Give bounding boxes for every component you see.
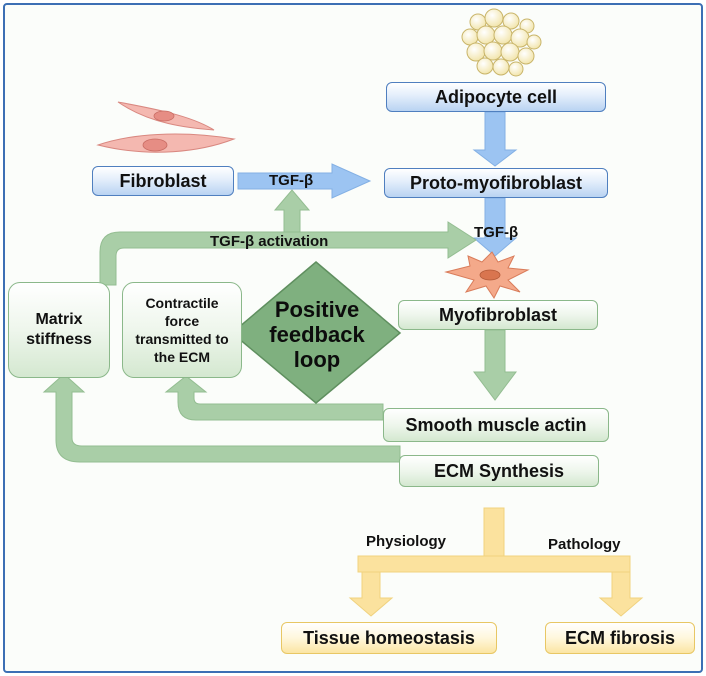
tgf-beta-label-fibroblast: TGF-β	[269, 172, 314, 189]
arrow-fibroblast-to-proto	[237, 163, 372, 199]
adipocyte-cell-node: Adipocyte cell	[386, 82, 606, 112]
fibroblast-node: Fibroblast	[92, 166, 234, 196]
physiology-label: Physiology	[366, 533, 447, 550]
arrow-sma-to-contractile	[164, 375, 384, 421]
arrow-myofibroblast-to-sma	[473, 329, 517, 401]
matrix-stiffness-node: Matrix stiffness	[8, 282, 110, 378]
blue-arrows	[237, 111, 518, 257]
proto-myofibroblast-node: Proto-myofibroblast	[384, 168, 608, 198]
fibroblast-cells-icon	[96, 101, 236, 153]
pathology-label: Pathology	[548, 536, 621, 553]
ecm-synthesis-node: ECM Synthesis	[399, 455, 599, 487]
arrow-branch-bar	[357, 555, 631, 573]
myofibroblast-node: Myofibroblast	[398, 300, 598, 330]
tgf-beta-activation-label: TGF-β activation	[210, 233, 329, 250]
arrow-ecm-to-matrix	[42, 373, 401, 463]
arrow-up-to-tgf-beta	[273, 189, 311, 233]
positive-feedback-label: Positive feedback loop	[269, 296, 365, 372]
tgf-beta-label-proto: TGF-β	[474, 224, 519, 241]
yellow-arrows	[348, 507, 644, 617]
arrow-to-tissue-homeostasis	[348, 571, 394, 617]
ecm-fibrosis-node: ECM fibrosis	[545, 622, 695, 654]
positive-feedback-diamond	[230, 261, 402, 404]
contractile-force-node: Contractile force transmitted to the ECM	[122, 282, 242, 378]
tissue-homeostasis-node: Tissue homeostasis	[281, 622, 497, 654]
green-arrows	[42, 189, 517, 463]
adipocyte-cluster-icon	[461, 8, 542, 77]
myofibroblast-cell-icon	[444, 251, 530, 299]
arrow-proto-to-myofibroblast	[472, 197, 518, 257]
arrow-adipocyte-to-proto	[472, 111, 518, 167]
arrow-to-ecm-fibrosis	[598, 571, 644, 617]
arrow-tgf-beta-activation	[99, 221, 477, 286]
smooth-muscle-actin-node: Smooth muscle actin	[383, 408, 609, 442]
